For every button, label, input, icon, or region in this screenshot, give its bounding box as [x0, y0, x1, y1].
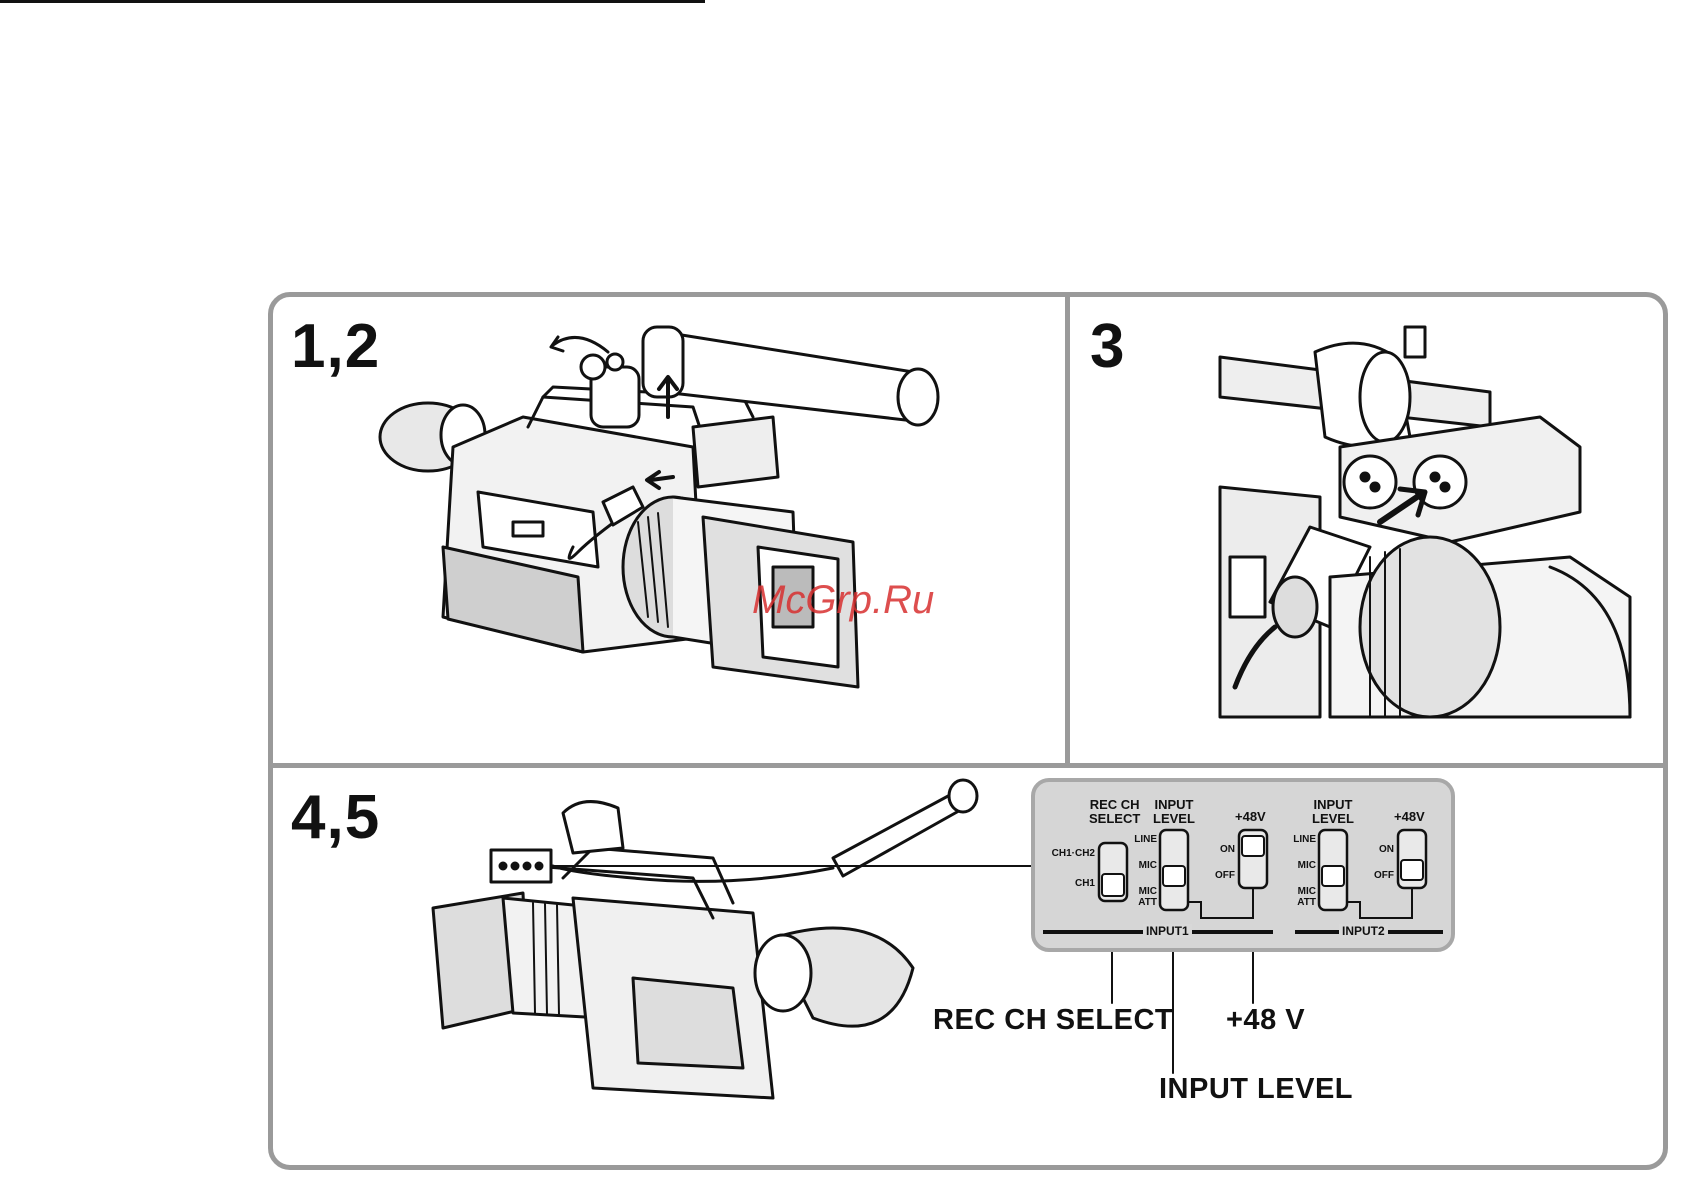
input1-mic-position: MIC	[1123, 860, 1157, 871]
rec-ch-select-switch-label: REC CH SELECT	[1089, 798, 1140, 826]
xlr-connector-illustration	[1070, 297, 1668, 763]
input1-line-position: LINE	[1123, 834, 1157, 845]
plus-48v-callout: +48 V	[1226, 1004, 1305, 1037]
input2-48v-on-position: ON	[1366, 844, 1394, 855]
panel-step-4-5: 4,5	[273, 768, 1668, 1170]
input2-level-label: INPUT LEVEL	[1312, 798, 1354, 826]
camcorder-side-illustration	[273, 768, 1668, 1170]
input-level-callout: INPUT LEVEL	[1159, 1073, 1353, 1106]
input1-level-label: INPUT LEVEL	[1153, 798, 1195, 826]
input2-group-label: INPUT2	[1339, 924, 1388, 938]
rec-ch-bottom-position: CH1	[1043, 878, 1095, 889]
illustration-frame: 1,2	[268, 292, 1668, 1170]
input2-line-position: LINE	[1282, 834, 1316, 845]
input1-group-label: INPUT1	[1143, 924, 1192, 938]
panel-step-1-2: 1,2	[273, 297, 1065, 763]
watermark-text: McGrp.Ru	[752, 578, 934, 623]
input2-mic-att-position: MIC ATT	[1282, 886, 1316, 908]
input1-48v-on-position: ON	[1207, 844, 1235, 855]
input2-48v-label: +48V	[1394, 810, 1425, 824]
top-rule	[0, 0, 705, 3]
input1-mic-att-position: MIC ATT	[1123, 886, 1157, 908]
input2-mic-position: MIC	[1282, 860, 1316, 871]
rec-ch-top-position: CH1·CH2	[1043, 848, 1095, 859]
panel-step-3: 3	[1070, 297, 1668, 763]
input2-48v-off-position: OFF	[1366, 870, 1394, 881]
camcorder-mic-mount-illustration	[273, 297, 1065, 763]
input1-48v-off-position: OFF	[1207, 870, 1235, 881]
rec-ch-select-callout: REC CH SELECT	[933, 1004, 1173, 1037]
input1-48v-label: +48V	[1235, 810, 1266, 824]
